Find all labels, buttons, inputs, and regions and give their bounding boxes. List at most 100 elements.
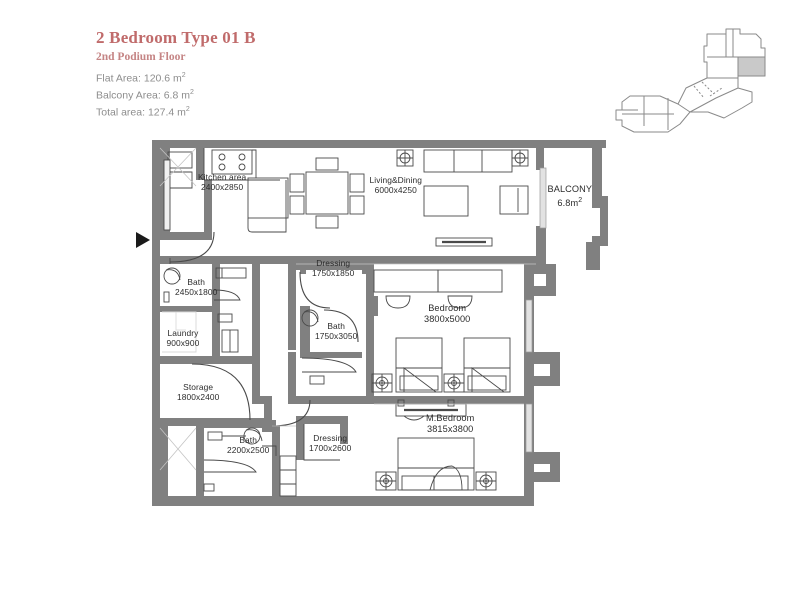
room-name-kitchen: Kitchen area	[198, 172, 247, 182]
jamb-c	[300, 264, 306, 274]
room-name-bath3: Bath	[239, 435, 257, 445]
window-mbedroom	[525, 403, 533, 453]
bath1-shower-tray	[213, 289, 241, 301]
bath1-wc-2	[217, 313, 233, 323]
window-balcony-door	[539, 167, 547, 229]
guide-x-kitchen	[159, 147, 197, 187]
wall-right-step-top	[534, 264, 556, 274]
side-table-left	[396, 149, 414, 167]
flat-area-sup: 2	[181, 72, 186, 79]
bath2-door-swing	[323, 309, 359, 343]
mbed-foot	[401, 475, 469, 491]
wall-dressing2-top	[296, 416, 348, 424]
stove-burner-2	[238, 153, 246, 161]
bed-left	[395, 337, 443, 393]
balcony-area-sup: 2	[189, 89, 194, 96]
room-name-bedroom: Bedroom	[428, 303, 467, 313]
bedroom-desk-right	[437, 269, 503, 293]
mbed	[397, 437, 475, 491]
kitchen-cabinet	[170, 171, 193, 189]
wall-storage-right-a	[252, 364, 260, 404]
mbed-lamp-right	[475, 471, 497, 491]
page-subtitle: 2nd Podium Floor	[96, 51, 186, 63]
bath2-basin	[301, 309, 319, 327]
wall-bath1-bottom	[160, 306, 216, 312]
room-dimension-bath3: 2200x2500	[227, 445, 270, 456]
room-dimension-dressing1: 1750x1850	[312, 268, 355, 279]
wall-bath3-right-b	[272, 456, 280, 496]
wall-dressing2-right	[340, 416, 348, 444]
wall-right-step-f	[534, 472, 560, 482]
window-bedroom	[525, 299, 533, 353]
bath1-shelf	[215, 267, 247, 279]
wall-dressing1-left	[288, 264, 296, 310]
wall-bath3-top	[262, 426, 280, 432]
stove-burner-3	[218, 163, 226, 171]
wall-right-step-b	[534, 286, 556, 296]
balcony-area-text: Balcony Area: 6.8 m	[96, 89, 190, 102]
wall-bath3-right-a	[272, 426, 280, 456]
mbed-lamp-left	[375, 471, 397, 491]
wall-bath3-divider	[196, 426, 204, 496]
key-plan-dash-1	[693, 85, 705, 99]
balcony-dim-sup: 2	[578, 196, 583, 204]
bedroom-console-foot-a	[397, 399, 405, 407]
stove-burner-1	[218, 153, 226, 161]
wall-storage-step	[252, 396, 268, 404]
wall-bath3-left	[160, 426, 168, 496]
room-dimension-storage: 1800x2400	[177, 392, 220, 403]
guideline-group	[159, 147, 536, 471]
room-name-dressing1: Dressing	[316, 258, 351, 268]
guide-x-bath3	[159, 427, 197, 471]
wall-bath2-left-b	[288, 352, 296, 400]
sofa-cushion-lines	[453, 150, 483, 172]
dining-chair-bottom	[315, 215, 339, 229]
dressing2-wardrobe	[303, 424, 340, 461]
wall-bottom-outer	[152, 496, 534, 506]
wall-right-jog-c	[550, 452, 560, 482]
room-name-balcony: BALCONY	[547, 183, 593, 194]
key-plan-dash-2	[701, 81, 715, 95]
bedroom-stool	[403, 415, 425, 421]
jamb-b	[370, 296, 378, 316]
bedroom-console-foot-b	[447, 399, 455, 407]
mbed-duvet	[429, 465, 463, 491]
wall-balcony-right-mid	[600, 196, 608, 242]
key-plan-right-wing	[690, 87, 753, 119]
wall-kitchen-bottom	[170, 232, 212, 240]
room-dimension-laundry: 900x900	[166, 338, 200, 349]
bath3-fixture	[203, 483, 215, 492]
dressing2-closet	[279, 455, 297, 497]
room-name-bath1: Bath	[187, 277, 205, 287]
key-plan-diagram	[615, 28, 766, 133]
area-summary: Flat Area: 120.6 m2 Balcony Area: 6.8 m2…	[96, 69, 256, 120]
total-area-line: Total area: 127.4 m2	[96, 103, 256, 120]
room-dimension-bedroom: 3800x5000	[424, 314, 471, 324]
wall-balcony-left-upper	[536, 140, 544, 170]
coffee-table	[423, 185, 469, 217]
dining-chair-right-2	[349, 195, 365, 215]
wall-corridor-bottom	[160, 256, 288, 264]
wall-right-jog-b	[550, 352, 560, 386]
bed-left-pillow	[396, 367, 442, 393]
wall-corridor-left-jamb	[152, 236, 160, 262]
room-label-balcony: BALCONY 6.8m2	[548, 184, 593, 209]
dining-chair-right-1	[349, 173, 365, 193]
wall-balcony-right-upper	[592, 140, 602, 196]
key-plan-lower-block	[615, 95, 691, 133]
bed-right-foot	[467, 375, 507, 391]
room-dimension-kitchen: 2400x2850	[200, 182, 244, 193]
bed-left-foot	[399, 375, 439, 391]
bath3-partition	[262, 445, 277, 456]
wall-bath2-bottom	[288, 396, 374, 404]
room-dimension-balcony: 6.8m2	[557, 196, 583, 208]
flat-area-line: Flat Area: 120.6 m2	[96, 69, 256, 86]
living-console	[435, 237, 493, 247]
kitchen-stove	[211, 149, 253, 175]
wall-laundry-bottom	[160, 356, 260, 364]
wall-bath-laundry-right	[252, 264, 260, 364]
